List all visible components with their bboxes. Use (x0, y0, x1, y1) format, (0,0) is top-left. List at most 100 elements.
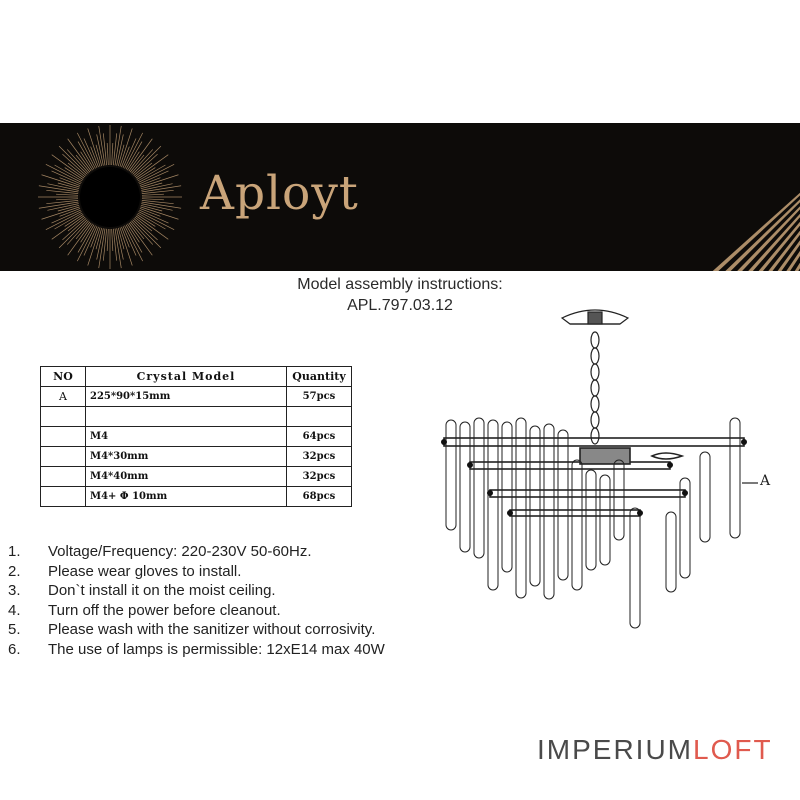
sunburst-ray (127, 151, 140, 171)
sunburst-ray (112, 228, 118, 261)
sunburst-ray (138, 211, 175, 230)
sunburst-ray (58, 145, 88, 175)
list-item-text: Turn off the power before cleanout. (48, 601, 281, 619)
banner-ray (748, 213, 800, 271)
sunburst-ray (124, 225, 143, 262)
sunburst-center (80, 167, 140, 227)
sunburst-ray (111, 143, 114, 166)
sunburst-ray (129, 154, 145, 173)
sunburst-ray (67, 222, 92, 256)
sunburst-ray (95, 227, 103, 250)
sunburst-ray (51, 215, 85, 240)
sunburst-ray (125, 141, 143, 170)
fastener-dots (441, 439, 747, 516)
crystal-parts-table: NO Crystal Model Quantity A 225*90*15mm … (40, 366, 352, 507)
sunburst-ray (122, 138, 137, 168)
sunburst-ray (96, 228, 104, 260)
table-cell-model: M4+ Φ 10mm (85, 486, 287, 507)
sunburst-ray (139, 170, 169, 185)
list-item-number: 1. (8, 543, 21, 560)
sunburst-ray (80, 223, 93, 243)
list-item: 6.The use of lamps is permissible: 12xE1… (8, 640, 385, 660)
safety-notes-list: 1.Voltage/Frequency: 220-230V 50-60Hz. 2… (8, 542, 385, 659)
sunburst-ray (132, 145, 162, 175)
sunburst-ray (135, 215, 169, 240)
sunburst-ray (87, 227, 101, 266)
sunburst-ray (124, 132, 143, 169)
table-cell-model: 225*90*15mm (85, 386, 287, 407)
sunburst-ray (54, 212, 83, 230)
sunburst-ray (38, 185, 79, 193)
sunburst-ray (136, 167, 156, 180)
sunburst-ray (45, 211, 82, 230)
sunburst-ray (138, 164, 175, 183)
banner-ray (725, 199, 800, 271)
sunburst-ray (67, 138, 92, 172)
sunburst-ray (46, 189, 79, 195)
brand-name: Aployt (200, 166, 359, 221)
sunburst-ray (95, 144, 103, 167)
sunburst-ray (98, 125, 106, 166)
table-cell-no (40, 426, 86, 447)
table-cell-no (40, 486, 86, 507)
column-header-quantity: Quantity (286, 366, 352, 387)
sunburst-ray (87, 128, 101, 167)
list-item-text: Don`t install it on the moist ceiling. (48, 582, 276, 599)
sunburst-ray (121, 146, 130, 168)
table-row (40, 406, 352, 427)
sunburst-ray (131, 149, 154, 174)
table-cell-quantity: 57pcs (286, 386, 352, 407)
sunburst-ray (77, 132, 96, 169)
sunburst-ray (141, 193, 164, 196)
table-cell-quantity: 64pcs (286, 426, 352, 447)
sunburst-ray (133, 218, 158, 241)
sunburst-ray (56, 198, 79, 201)
model-number: APL.797.03.12 (347, 297, 453, 314)
table-cell-quantity (286, 406, 352, 427)
column-header-no: NO (40, 366, 86, 387)
sunburst-ray (140, 204, 163, 212)
list-item-text: Please wash with the sanitizer without c… (48, 621, 376, 638)
sunburst-ray (121, 226, 130, 248)
table-row: M4+ Φ 10mm 68pcs (40, 486, 352, 507)
table-cell-model (85, 406, 287, 427)
sunburst-ray (75, 221, 91, 240)
list-item-text: Please wear gloves to install. (48, 562, 242, 580)
banner-ray (777, 240, 800, 271)
sunburst-ray (128, 138, 153, 172)
sunburst-ray (51, 154, 85, 179)
sunburst-ray (134, 162, 153, 178)
sunburst-ray (111, 228, 114, 251)
sunburst-ray (57, 204, 80, 212)
table-row: M4 64pcs (40, 426, 352, 447)
sunburst-ray (141, 203, 173, 211)
sunburst-ray (102, 133, 108, 166)
ceiling-canopy (560, 309, 630, 325)
sunburst-ray (136, 214, 156, 227)
sunburst-ray (133, 153, 158, 176)
chandelier-diagram (441, 309, 758, 629)
callout-label-a: A (760, 473, 771, 489)
list-item-text: Voltage/Frequency: 220-230V 50-60Hz. (48, 543, 312, 560)
sunburst-ray (77, 225, 96, 262)
banner-ray (712, 192, 800, 271)
sunburst-ray (141, 198, 164, 201)
sunburst-ray (122, 226, 137, 256)
sunburst-ray (58, 219, 88, 249)
sunburst-ray (62, 153, 87, 176)
sunburst-ray (38, 201, 79, 209)
sunburst-ray (46, 199, 79, 205)
table-cell-no (40, 406, 86, 427)
list-item-number: 3. (8, 582, 21, 599)
sunburst-ray (96, 134, 104, 166)
table-cell-quantity: 68pcs (286, 486, 352, 507)
logo-text-imperium: IMPERIUM (537, 734, 693, 765)
sunburst-ray (135, 154, 169, 179)
sunburst-ray (106, 143, 109, 166)
table-cell-model: M4*30mm (85, 446, 287, 467)
sunburst-ray (90, 146, 99, 168)
sunburst-ray (47, 203, 79, 211)
sunburst-ray (41, 206, 80, 220)
table-cell-model: M4*40mm (85, 466, 287, 487)
table-cell-model: M4 (85, 426, 287, 447)
